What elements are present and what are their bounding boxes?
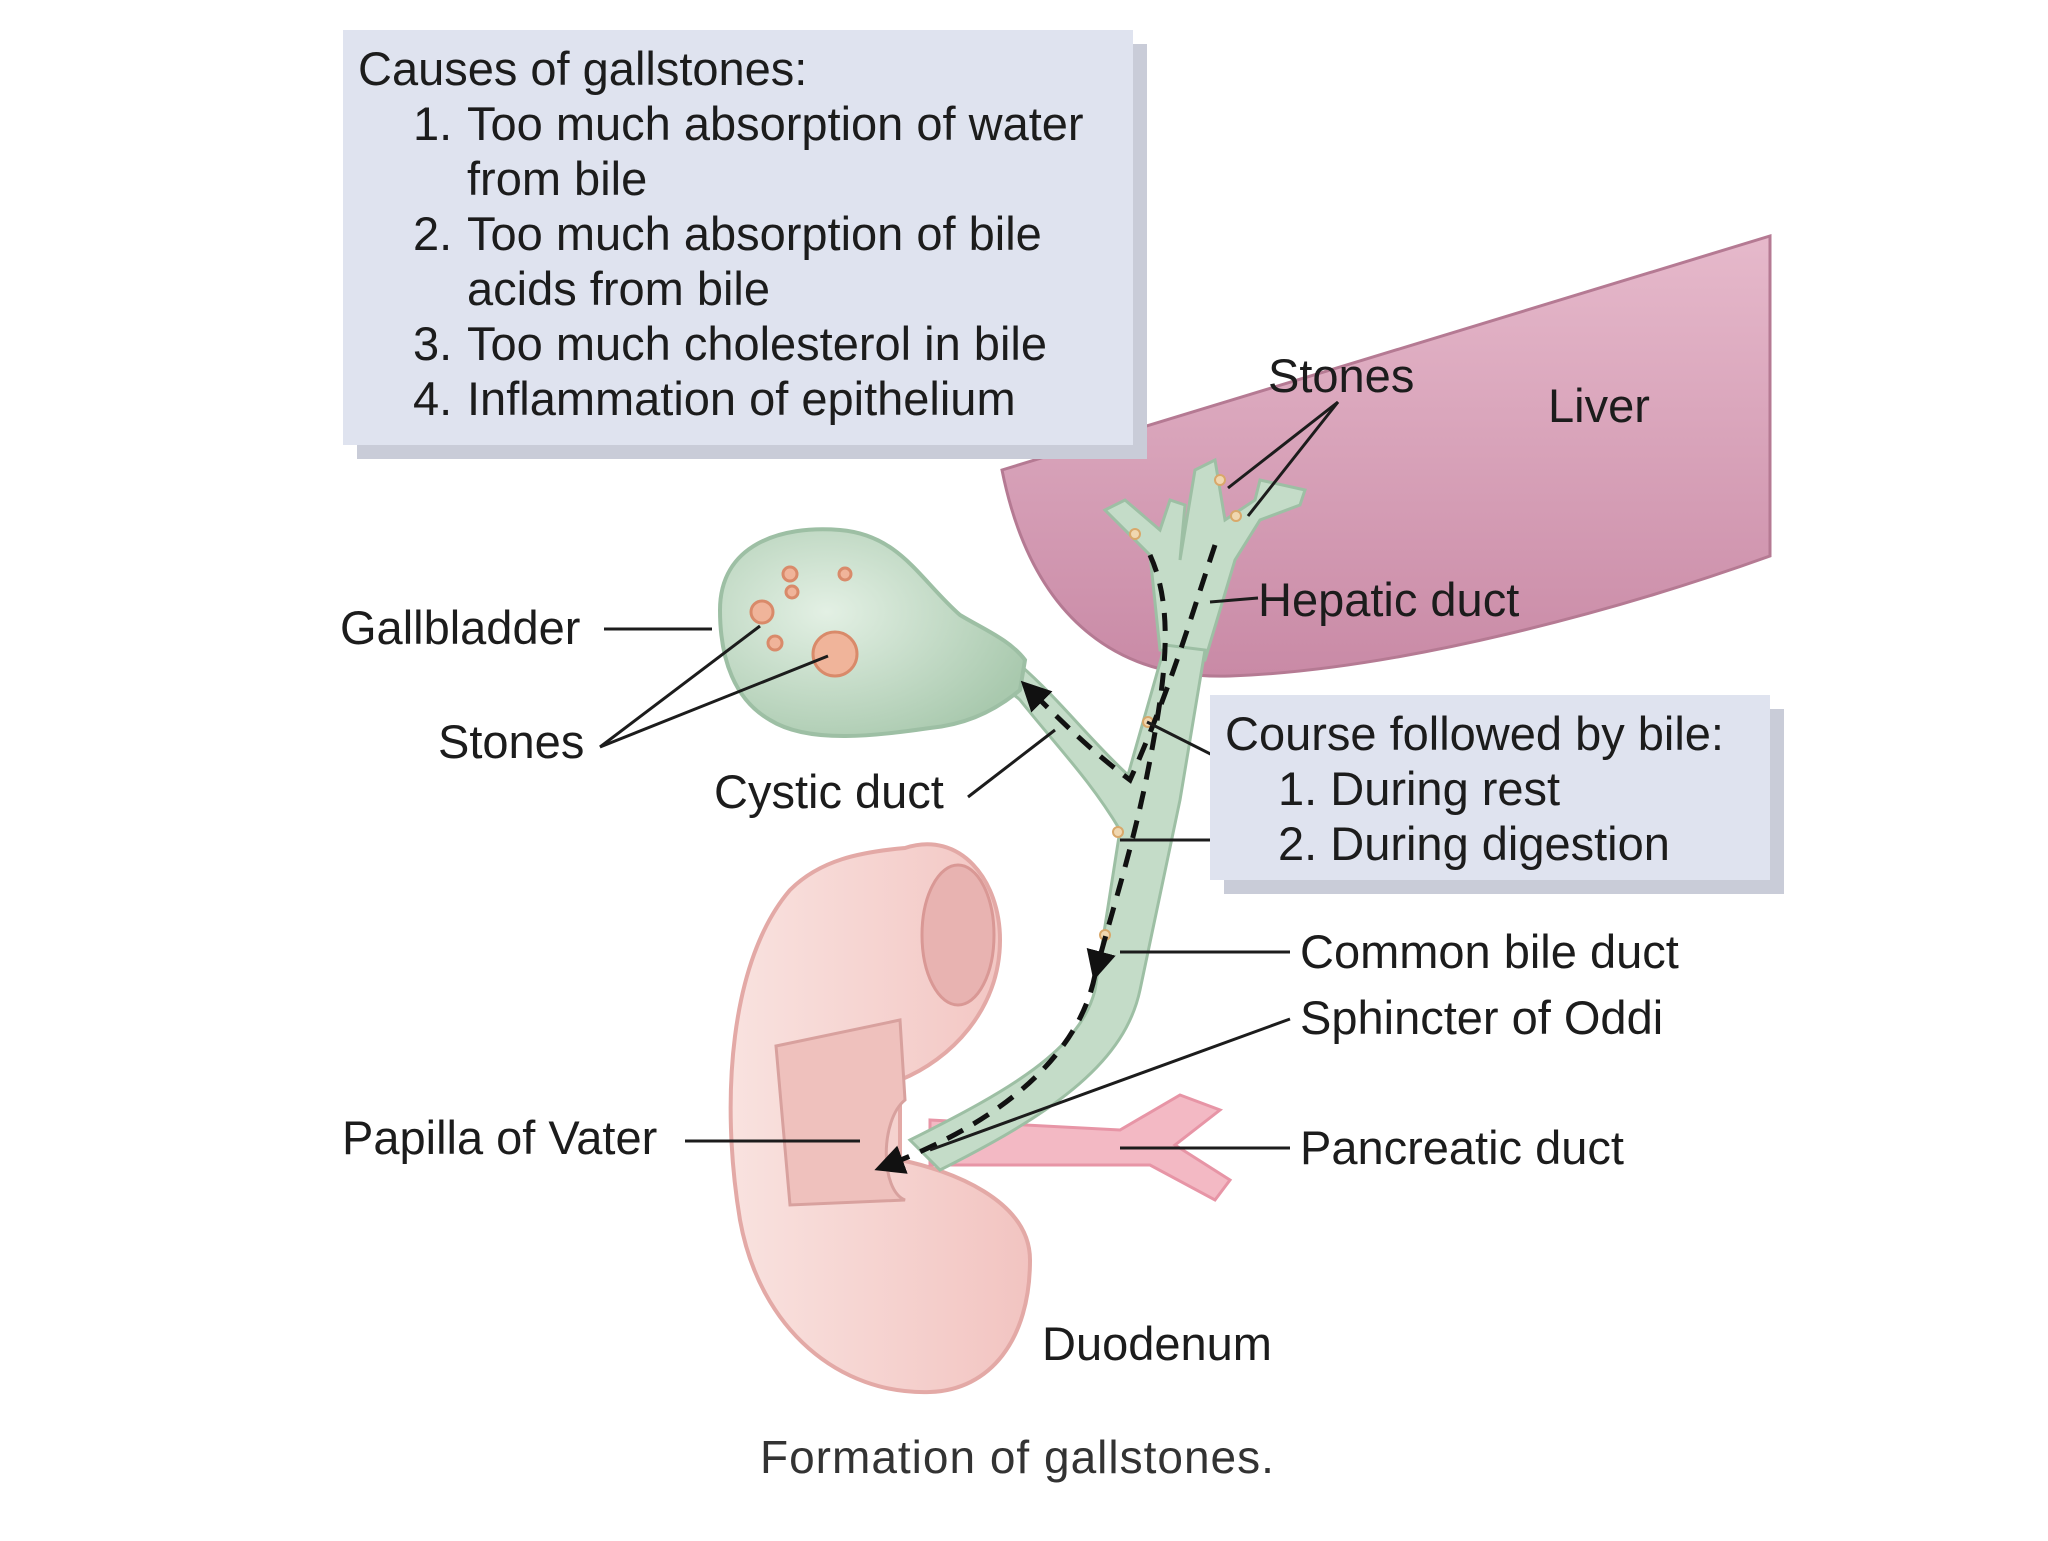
flow-path-digestion-2 [874,974,1098,1174]
figure-caption: Formation of gallstones. [760,1431,1275,1483]
cause-1-line1: Too much absorption of water [467,97,1084,150]
cause-1-line2: from bile [467,152,648,205]
causes-panel: Causes of gallstones: 1. Too much absorp… [343,30,1133,445]
course-title: Course followed by bile: [1225,707,1724,760]
cause-1-number: 1. [413,97,453,150]
cause-2-line1: Too much absorption of bile [467,207,1042,260]
cause-3-line1: Too much cholesterol in bile [467,317,1047,370]
label-liver: Liver [1548,379,1650,432]
leader-lines [599,400,1340,1152]
course-item-digestion: 2. During digestion [1278,817,1670,870]
cause-4-number: 4. [413,372,453,425]
course-item-rest: 1. During rest [1278,762,1561,815]
label-stones-liver: Stones [1268,349,1415,402]
course-panel: Course followed by bile: 1. During rest … [1210,695,1770,880]
hepatic-duct-branches [1102,457,1307,662]
cause-3-number: 3. [413,317,453,370]
label-hepatic-duct: Hepatic duct [1258,573,1520,626]
cause-2-line2: acids from bile [467,262,770,315]
cause-4-line1: Inflammation of epithelium [467,372,1016,425]
causes-title: Causes of gallstones: [358,42,808,95]
pancreatic-duct-shape [928,1093,1233,1202]
duodenum-inner-wall [774,1018,907,1207]
label-gallbladder: Gallbladder [340,601,581,654]
gallbladder-stones [749,565,859,678]
label-papilla-of-vater: Papilla of Vater [342,1111,658,1164]
flow-path-digestion [1086,553,1168,981]
flow-path-rest [1020,544,1218,784]
label-pancreatic-duct: Pancreatic duct [1300,1121,1624,1174]
label-duodenum: Duodenum [1042,1317,1272,1370]
bile-flow-paths [874,544,1218,1174]
label-common-bile-duct: Common bile duct [1300,925,1679,978]
gallbladder-shape [717,527,1028,738]
label-sphincter-of-oddi: Sphincter of Oddi [1300,991,1664,1044]
label-stones-gallbladder: Stones [438,715,585,768]
label-cystic-duct: Cystic duct [714,765,944,818]
duodenum-lumen [920,863,996,1007]
cause-2-number: 2. [413,207,453,260]
